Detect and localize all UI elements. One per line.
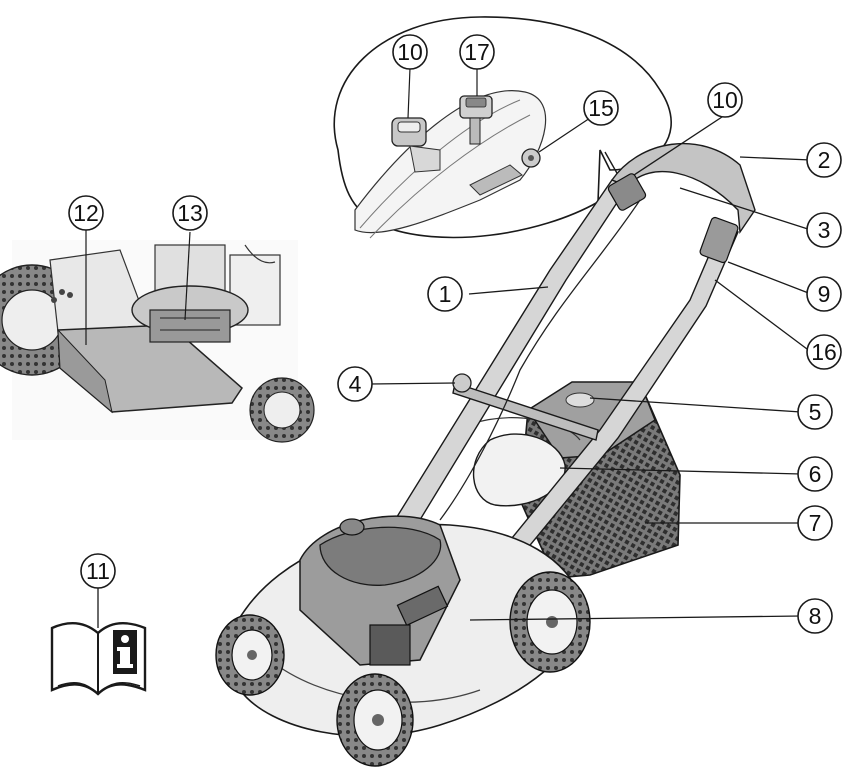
callout-number: 17	[464, 39, 490, 65]
callout-circle	[806, 276, 842, 312]
callout-number: 7	[809, 510, 822, 536]
front-left-wheel	[215, 614, 285, 696]
callout-number: 2	[818, 147, 831, 173]
callout-number: 12	[73, 200, 99, 226]
callout-circle	[797, 394, 833, 430]
callout-c2: 2	[806, 142, 842, 178]
callout-c17: 17	[459, 34, 495, 70]
callout-circle	[806, 142, 842, 178]
callout-c11: 11	[80, 553, 116, 589]
bubble-safety-button	[459, 95, 493, 145]
callout-circle	[427, 276, 463, 312]
callout-number: 11	[86, 558, 110, 584]
callout-circle	[583, 90, 619, 126]
callout-number: 6	[809, 461, 822, 487]
callout-circle	[80, 553, 116, 589]
callout-circle	[172, 195, 208, 231]
callout-circle	[68, 195, 104, 231]
callout-c10a: 10	[392, 34, 428, 70]
callout-c15: 15	[583, 90, 619, 126]
callout-circle	[707, 82, 743, 118]
callout-circle	[797, 456, 833, 492]
grass-catcher-inset	[0, 230, 315, 443]
leader-lines	[368, 114, 812, 621]
callout-c10b: 10	[707, 82, 743, 118]
callout-c3: 3	[806, 212, 842, 248]
callout-circle	[797, 598, 833, 634]
callout-number: 16	[811, 339, 837, 365]
front-right-wheel	[336, 673, 414, 767]
callout-c5: 5	[797, 394, 833, 430]
callout-number: 9	[818, 281, 831, 307]
callout-number: 15	[588, 95, 614, 121]
callout-number: 5	[809, 399, 822, 425]
callout-c7: 7	[797, 505, 833, 541]
callout-circle	[392, 34, 428, 70]
handle-detail-bubble	[333, 16, 672, 239]
callout-circle	[806, 212, 842, 248]
callout-c8: 8	[797, 598, 833, 634]
callout-circle	[806, 334, 842, 370]
callout-number: 3	[818, 217, 831, 243]
callout-number: 8	[809, 603, 822, 629]
callout-number: 4	[349, 371, 362, 397]
bubble-drive-lever	[391, 117, 441, 173]
rear-right-wheel	[509, 571, 591, 673]
callout-c13: 13	[172, 195, 208, 231]
read-manual-info-icon	[50, 588, 147, 696]
callout-c9: 9	[806, 276, 842, 312]
callout-c4: 4	[337, 366, 373, 402]
callout-c16: 16	[806, 334, 842, 370]
callout-number: 10	[397, 39, 423, 65]
callout-circle	[459, 34, 495, 70]
callout-circle	[337, 366, 373, 402]
callout-c6: 6	[797, 456, 833, 492]
callout-number: 10	[712, 87, 738, 113]
callout-c12: 12	[68, 195, 104, 231]
lawn-mower-main	[215, 143, 756, 767]
callout-number: 13	[177, 200, 203, 226]
callout-circle	[797, 505, 833, 541]
callout-c1: 1	[427, 276, 463, 312]
callout-number: 1	[439, 281, 452, 307]
